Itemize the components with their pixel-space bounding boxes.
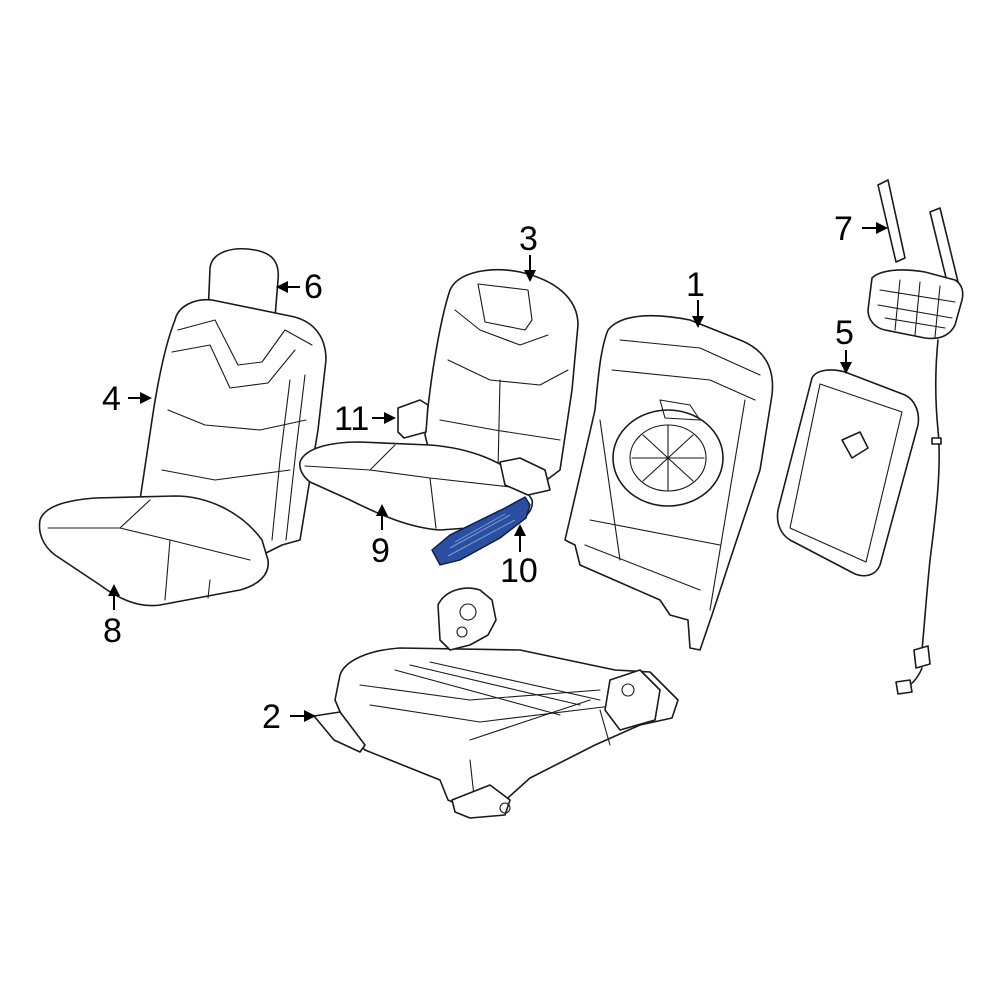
seat-cover-assembly xyxy=(38,248,327,607)
seat-back-frame xyxy=(564,314,774,651)
callout-9: 9 xyxy=(371,532,390,570)
callout-5: 5 xyxy=(835,314,854,352)
callout-4: 4 xyxy=(102,380,121,418)
callout-11: 11 xyxy=(334,400,369,438)
callout-8: 8 xyxy=(103,612,122,650)
callout-1: 1 xyxy=(686,266,705,304)
callout-7: 7 xyxy=(834,210,853,248)
seat-back-panel xyxy=(776,369,920,577)
callout-10: 10 xyxy=(500,552,538,590)
seat-adjuster-frame xyxy=(313,587,679,819)
callout-6: 6 xyxy=(304,268,323,306)
callout-2: 2 xyxy=(262,698,281,736)
callout-3: 3 xyxy=(519,220,538,258)
seat-cushion-assembly xyxy=(299,269,579,566)
callout-arrows xyxy=(108,222,888,722)
headrest-guide-assembly xyxy=(867,179,964,695)
